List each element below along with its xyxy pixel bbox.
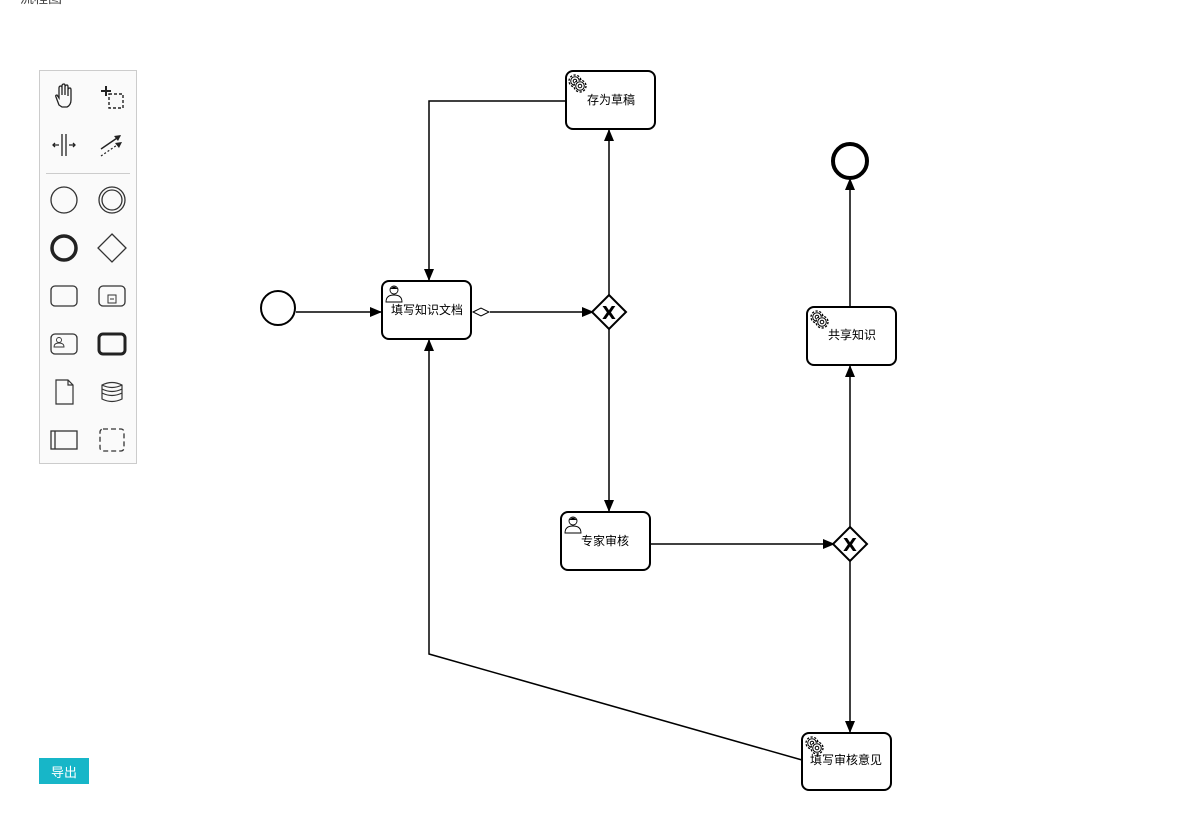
flow-save-draft-to-fill-doc: [424, 100, 565, 281]
gateway-marker: X: [843, 535, 857, 556]
end-event[interactable]: [831, 142, 869, 180]
default-flow-marker: [471, 307, 491, 317]
user-task-icon[interactable]: [44, 324, 84, 364]
exclusive-gateway-icon[interactable]: [92, 228, 132, 268]
task-fill-doc[interactable]: 填写知识文档: [381, 280, 472, 340]
task-label: 专家审核: [581, 533, 629, 548]
flow-fill-opinion-to-fill-doc: [424, 339, 803, 761]
participant-pool-icon[interactable]: [44, 420, 84, 460]
start-event-icon[interactable]: [44, 180, 84, 220]
sequence-flows: [296, 100, 855, 761]
space-tool-icon[interactable]: [44, 125, 84, 165]
task-label: 填写知识文档: [391, 302, 463, 317]
data-object-icon[interactable]: [44, 372, 84, 412]
start-event[interactable]: [260, 290, 296, 326]
export-button[interactable]: 导出: [39, 758, 89, 784]
data-store-icon[interactable]: [92, 372, 132, 412]
task-share-knowledge[interactable]: 共享知识: [806, 306, 897, 366]
tool-palette: [39, 70, 137, 464]
task-label: 填写审核意见: [810, 752, 882, 767]
hand-tool-icon[interactable]: [44, 77, 84, 117]
exclusive-gateway-1[interactable]: X: [590, 293, 628, 331]
gateway-marker: X: [602, 303, 616, 324]
call-activity-icon[interactable]: [92, 324, 132, 364]
task-save-draft[interactable]: 存为草稿: [565, 70, 656, 130]
page-title: 流程图: [20, 0, 62, 8]
task-label: 共享知识: [828, 327, 876, 342]
subprocess-icon[interactable]: [92, 276, 132, 316]
task-expert-review[interactable]: 专家审核: [560, 511, 651, 571]
intermediate-event-icon[interactable]: [92, 180, 132, 220]
group-icon[interactable]: [92, 420, 132, 460]
exclusive-gateway-2[interactable]: X: [831, 525, 869, 563]
task-fill-opinion[interactable]: 填写审核意见: [801, 732, 892, 791]
end-event-icon[interactable]: [44, 228, 84, 268]
task-label: 存为草稿: [587, 92, 635, 107]
task-icon[interactable]: [44, 276, 84, 316]
lasso-tool-icon[interactable]: [92, 77, 132, 117]
connect-tool-icon[interactable]: [92, 125, 132, 165]
